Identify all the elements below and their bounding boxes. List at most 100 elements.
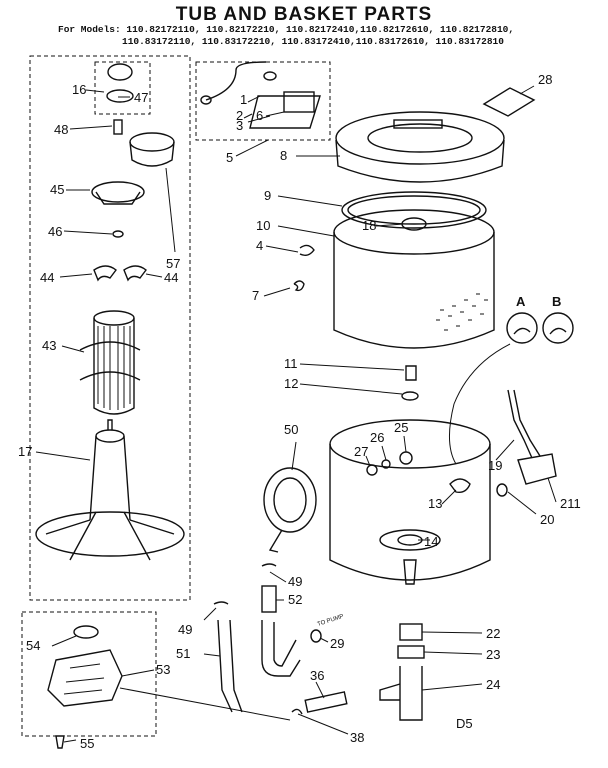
label-50: 50	[284, 422, 298, 437]
label-9: 9	[264, 188, 271, 203]
model-list-line-1: For Models: 110.82172110, 110.82172210, …	[58, 24, 515, 35]
label-54: 54	[26, 638, 40, 653]
label-44-left: 44	[40, 270, 54, 285]
label-57: 57	[166, 256, 180, 271]
label-36: 36	[310, 668, 324, 683]
label-b: B	[552, 294, 561, 309]
tub-ring	[335, 111, 505, 165]
callout-a-circle	[506, 312, 538, 344]
label-16: 16	[72, 82, 86, 97]
hose-36	[304, 691, 348, 713]
label-44-right: 44	[164, 270, 178, 285]
label-17: 17	[18, 444, 32, 459]
hose-51	[217, 619, 233, 713]
model-list-line-2: 110.83172110, 110.83172210, 110.83172410…	[122, 36, 504, 47]
inlet-hose	[205, 61, 267, 101]
label-46: 46	[48, 224, 62, 239]
label-49-upper: 49	[288, 574, 302, 589]
label-13: 13	[428, 496, 442, 511]
agitator-dog-left	[93, 265, 117, 282]
label-47: 47	[134, 90, 148, 105]
clamp-49-lower	[213, 601, 229, 605]
valve-211	[517, 453, 557, 485]
washer-12	[401, 391, 419, 401]
drain-pipe-24	[399, 666, 423, 721]
label-51: 51	[176, 646, 190, 661]
label-26: 26	[370, 430, 384, 445]
label-3: 3	[236, 118, 243, 133]
washer-27	[366, 464, 378, 476]
inlet-bracket	[249, 95, 321, 129]
label-211: 211	[560, 496, 581, 511]
inlet-group-boundary	[195, 61, 331, 141]
washer-20	[496, 483, 508, 497]
wash-basket	[333, 209, 495, 255]
label-45: 45	[50, 182, 64, 197]
label-11: 11	[284, 356, 298, 371]
agitator-cap-box	[94, 61, 151, 115]
label-12: 12	[284, 376, 298, 391]
clamp-49-upper	[261, 563, 277, 567]
label-14: 14	[424, 534, 438, 549]
lid-cover	[482, 87, 536, 117]
coupling-22	[399, 623, 423, 641]
clip-7	[293, 280, 305, 292]
agitator-cam	[91, 181, 145, 203]
label-43: 43	[42, 338, 56, 353]
outer-tub	[329, 444, 491, 581]
label-49-lower: 49	[178, 622, 192, 637]
label-20: 20	[540, 512, 554, 527]
nut-11	[405, 365, 417, 381]
pump-motor-53	[47, 649, 123, 707]
label-38: 38	[350, 730, 364, 745]
tub-gasket	[341, 191, 487, 229]
label-2: 2	[236, 108, 243, 123]
pump-motor-group-boundary	[21, 611, 157, 737]
hose-to-pump	[261, 620, 301, 677]
label-6: 6	[256, 108, 263, 123]
washer-25	[399, 451, 413, 465]
label-52: 52	[288, 592, 302, 607]
callout-b-circle	[542, 312, 574, 344]
screw-55	[55, 735, 65, 749]
label-48: 48	[54, 122, 68, 137]
agitator-barrel	[93, 310, 135, 326]
pump-body	[263, 467, 317, 533]
pump-cover-54	[73, 625, 99, 639]
label-7: 7	[252, 288, 259, 303]
label-5: 5	[226, 150, 233, 165]
label-23: 23	[486, 647, 500, 662]
label-29: 29	[330, 636, 344, 651]
agitator-base	[35, 511, 185, 557]
label-55: 55	[80, 736, 94, 751]
label-1: 1	[240, 92, 247, 107]
cap-seal-ring	[106, 89, 134, 103]
label-27: 27	[354, 444, 368, 459]
dog-cup	[129, 132, 175, 152]
label-4: 4	[256, 238, 263, 253]
label-19: 19	[488, 458, 502, 473]
label-53: 53	[156, 662, 170, 677]
hose-52	[261, 585, 277, 613]
label-18: 18	[362, 218, 376, 233]
agitator-bolt	[113, 119, 123, 135]
label-code: D5	[456, 716, 473, 731]
label-28: 28	[538, 72, 552, 87]
agitator-dog-right	[123, 265, 147, 282]
clamp-38	[291, 708, 303, 715]
clip-4	[299, 244, 315, 257]
agitator-cap	[107, 63, 133, 81]
label-8: 8	[280, 148, 287, 163]
hose-19	[513, 389, 541, 457]
agitator-group-boundary	[29, 55, 191, 601]
label-10: 10	[256, 218, 270, 233]
model-list: For Models: 110.82172110, 110.82172210, …	[58, 24, 548, 48]
label-24: 24	[486, 677, 500, 692]
ring-29	[310, 629, 322, 643]
page-title: TUB AND BASKET PARTS	[175, 4, 433, 25]
fill-valve	[283, 91, 315, 113]
washer-46	[112, 230, 124, 238]
label-a: A	[516, 294, 526, 309]
label-25: 25	[394, 420, 408, 435]
